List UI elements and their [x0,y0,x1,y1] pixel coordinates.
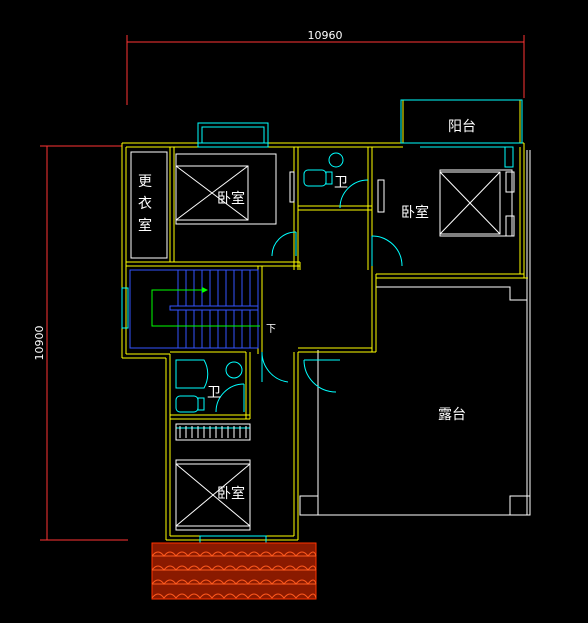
windows [121,99,523,544]
bedroom-3-label: 卧室 [217,485,245,502]
dimension-left [40,145,128,541]
furniture [130,151,515,531]
dimension-top [126,35,525,105]
height-dimension-label: 10900 [33,326,46,361]
bathroom-2-label: 卫 [207,385,221,401]
terrace-label: 露台 [438,407,466,423]
width-dimension-label: 10960 [308,29,343,42]
staircase [129,269,260,349]
bedroom-1-label: 卧室 [217,190,245,207]
dressing-room-label-3: 室 [138,217,152,234]
closet-hangers [179,426,247,438]
bathroom-1-label: 卫 [334,175,348,191]
dressing-room-label-1: 更 [138,174,152,190]
bedroom-2-label: 卧室 [401,204,429,221]
balcony-label: 阳台 [448,119,476,135]
stair-down-label: 下 [266,324,276,335]
dressing-room-label-2: 衣 [138,196,152,212]
walls [121,100,528,541]
roof-tiles [151,542,317,600]
